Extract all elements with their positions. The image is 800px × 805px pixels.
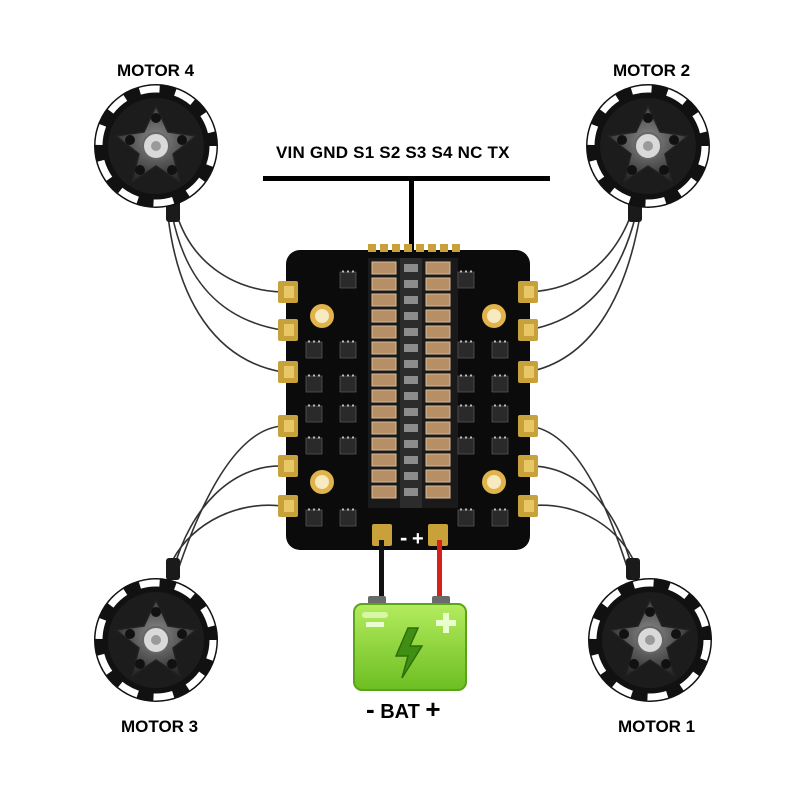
mosfet-chip <box>305 508 323 527</box>
capacitor <box>371 357 397 371</box>
resistor <box>404 360 418 368</box>
motor-2-label: MOTOR 2 <box>613 61 691 80</box>
mosfet-chip <box>491 404 509 423</box>
resistor <box>404 488 418 496</box>
mosfet-chip <box>457 374 475 393</box>
motor-3-icon <box>94 578 218 702</box>
capacitor <box>371 293 397 307</box>
capacitor <box>425 437 451 451</box>
battery-icon <box>353 596 467 691</box>
battery-plus-sign: + <box>425 694 441 724</box>
mosfet-chip <box>339 436 357 455</box>
resistor <box>404 424 418 432</box>
capacitor <box>425 325 451 339</box>
mosfet-chip <box>457 270 475 289</box>
mosfet-chip <box>457 340 475 359</box>
mosfet-chip <box>491 508 509 527</box>
battery-pads <box>372 524 448 546</box>
resistor <box>404 344 418 352</box>
capacitor-bank <box>371 261 451 499</box>
capacitor <box>371 485 397 499</box>
battery-label: - BAT + <box>366 694 441 725</box>
mosfet-chip <box>339 508 357 527</box>
motor-4-icon <box>94 84 218 208</box>
mosfet-chip <box>491 340 509 359</box>
capacitor <box>425 341 451 355</box>
battery-minus-sign: - <box>366 694 375 724</box>
motor-1-label: MOTOR 1 <box>618 717 696 736</box>
capacitor <box>371 309 397 323</box>
motor-wires <box>167 211 641 571</box>
resistor <box>404 328 418 336</box>
capacitor <box>425 277 451 291</box>
resistor <box>404 296 418 304</box>
header-pins <box>368 244 460 252</box>
motor-3-label: MOTOR 3 <box>121 717 199 736</box>
capacitor <box>425 453 451 467</box>
capacitor <box>371 469 397 483</box>
header-pins-label: VIN GND S1 S2 S3 S4 NC TX <box>276 143 510 162</box>
resistor <box>404 392 418 400</box>
resistor <box>404 440 418 448</box>
capacitor <box>425 309 451 323</box>
capacitor <box>425 373 451 387</box>
mosfet-chip <box>305 374 323 393</box>
mosfet-chip <box>305 436 323 455</box>
resistor <box>404 456 418 464</box>
mosfet-chip <box>457 508 475 527</box>
esc-board: - + <box>278 244 538 550</box>
resistor <box>404 280 418 288</box>
capacitor <box>371 325 397 339</box>
capacitor <box>371 261 397 275</box>
mosfet-chip <box>305 340 323 359</box>
mosfet-chip <box>457 404 475 423</box>
capacitor <box>371 405 397 419</box>
mosfet-chip <box>339 404 357 423</box>
capacitor <box>371 389 397 403</box>
resistor <box>404 264 418 272</box>
mosfet-chip <box>491 436 509 455</box>
mosfet-chip <box>339 340 357 359</box>
capacitor <box>371 437 397 451</box>
capacitor <box>425 293 451 307</box>
motor-2-icon <box>586 84 710 208</box>
capacitor <box>425 421 451 435</box>
capacitor <box>425 261 451 275</box>
mosfet-chip <box>339 270 357 289</box>
mosfet-chip <box>457 436 475 455</box>
capacitor <box>371 373 397 387</box>
capacitor <box>425 405 451 419</box>
capacitor <box>425 485 451 499</box>
capacitor <box>371 341 397 355</box>
capacitor <box>425 389 451 403</box>
battery-leads <box>379 540 442 602</box>
capacitor <box>425 469 451 483</box>
capacitor <box>371 453 397 467</box>
signal-bus <box>263 176 550 250</box>
resistor <box>404 312 418 320</box>
capacitor <box>371 277 397 291</box>
resistor <box>404 376 418 384</box>
resistor <box>404 408 418 416</box>
battery-text: BAT <box>380 701 420 723</box>
mosfet-chip <box>339 374 357 393</box>
resistor <box>404 472 418 480</box>
motor-4-label: MOTOR 4 <box>117 61 195 80</box>
board-plus-mark: + <box>412 528 424 550</box>
capacitor <box>371 421 397 435</box>
mounting-holes <box>310 304 506 494</box>
capacitor <box>425 357 451 371</box>
motor-1-icon <box>588 578 712 702</box>
mosfet-chip <box>491 374 509 393</box>
board-minus-mark: - <box>400 525 407 550</box>
mosfet-chip <box>305 404 323 423</box>
